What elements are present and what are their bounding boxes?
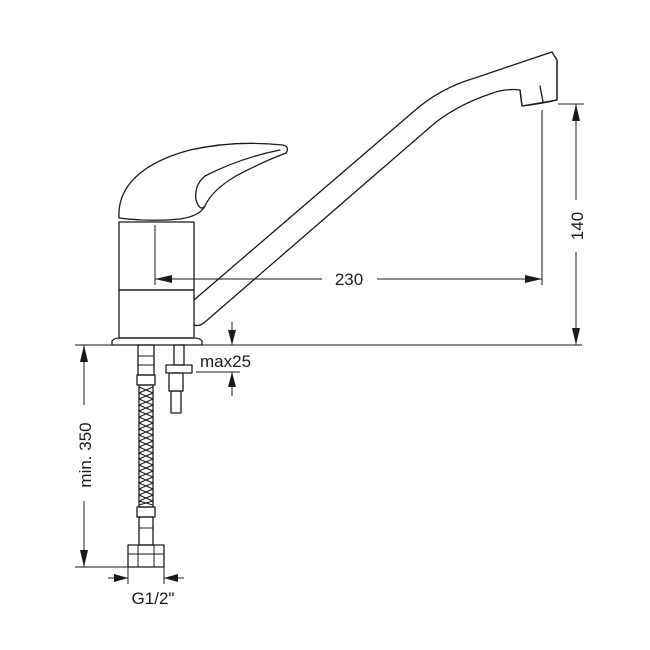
braid-strand [138, 464, 154, 472]
dim-140-arrow-top [572, 104, 580, 121]
braid-strand [138, 452, 154, 460]
body-lower-cylinder [118, 289, 195, 339]
braid-strand [138, 404, 154, 412]
faucet-body [111, 221, 203, 346]
dim-350-arrow-bottom [80, 550, 88, 567]
spout [193, 51, 558, 327]
hose-braid-pattern [138, 386, 154, 506]
hose-hex-nut [127, 544, 165, 568]
braid-strand [138, 416, 154, 424]
dim-g12-arrow-right [164, 574, 178, 582]
spout-aerator [519, 59, 558, 107]
dimension-g12: G1/2" [108, 567, 184, 608]
braid-strand [138, 410, 154, 418]
hose-lower-collar [136, 506, 156, 518]
stud-nut [165, 364, 193, 374]
lever-outline [118, 142, 289, 221]
dim-g12-label: G1/2" [132, 589, 175, 608]
braid-strand [138, 500, 154, 506]
mounting-stud [165, 344, 193, 414]
braid-strand [138, 434, 154, 442]
base-plate [111, 337, 203, 346]
stud-end [170, 390, 182, 414]
lever-inner-tip [195, 199, 206, 209]
stud-lower [168, 372, 184, 392]
braid-strand [138, 446, 154, 454]
braid-strand [138, 470, 154, 478]
dim-350-arrow-top [80, 345, 88, 362]
dim-230-arrow-left [155, 275, 172, 283]
flexible-hose [127, 344, 165, 568]
dim-350-label-mask [74, 405, 96, 501]
braid-strand [138, 488, 154, 496]
dim-g12-arrow-left [114, 574, 128, 582]
dim-max25-arrow-bottom [228, 372, 236, 387]
braid-strand [138, 422, 154, 430]
braid-strand [138, 428, 154, 436]
dim-max25-arrow-top [228, 330, 236, 345]
braid-strand [138, 482, 154, 490]
dim-230-arrow-right [525, 275, 542, 283]
dimension-140: 140 [558, 103, 587, 345]
dim-350-label: min. 350 [76, 422, 95, 487]
braid-strand [138, 386, 154, 394]
stud-upper [173, 344, 185, 366]
dim-140-label-mask [566, 200, 586, 252]
braid-strand [138, 458, 154, 466]
dimension-max25: max25 [196, 322, 251, 396]
lever-inner-line [195, 149, 281, 201]
braid-strand [138, 392, 154, 400]
lever-handle [118, 142, 289, 221]
spout-tube [193, 51, 558, 327]
braid-strand [138, 494, 154, 502]
dim-140-arrow-bottom [572, 328, 580, 345]
body-upper-cylinder [118, 221, 195, 291]
braid-strand [138, 476, 154, 484]
dimension-min350: min. 350 [74, 345, 130, 568]
hose-upper-collar [136, 374, 156, 386]
hose-upper-ferrule [137, 344, 155, 376]
braid-strand [138, 398, 154, 406]
dim-max25-label: max25 [200, 352, 251, 371]
dim-140-label: 140 [568, 212, 587, 240]
dimension-230: 230 [154, 110, 543, 289]
spout-aerator-ring [539, 85, 544, 103]
braid-strand [138, 440, 154, 448]
dim-230-label: 230 [335, 270, 363, 289]
hose-lower-ferrule [138, 516, 154, 546]
